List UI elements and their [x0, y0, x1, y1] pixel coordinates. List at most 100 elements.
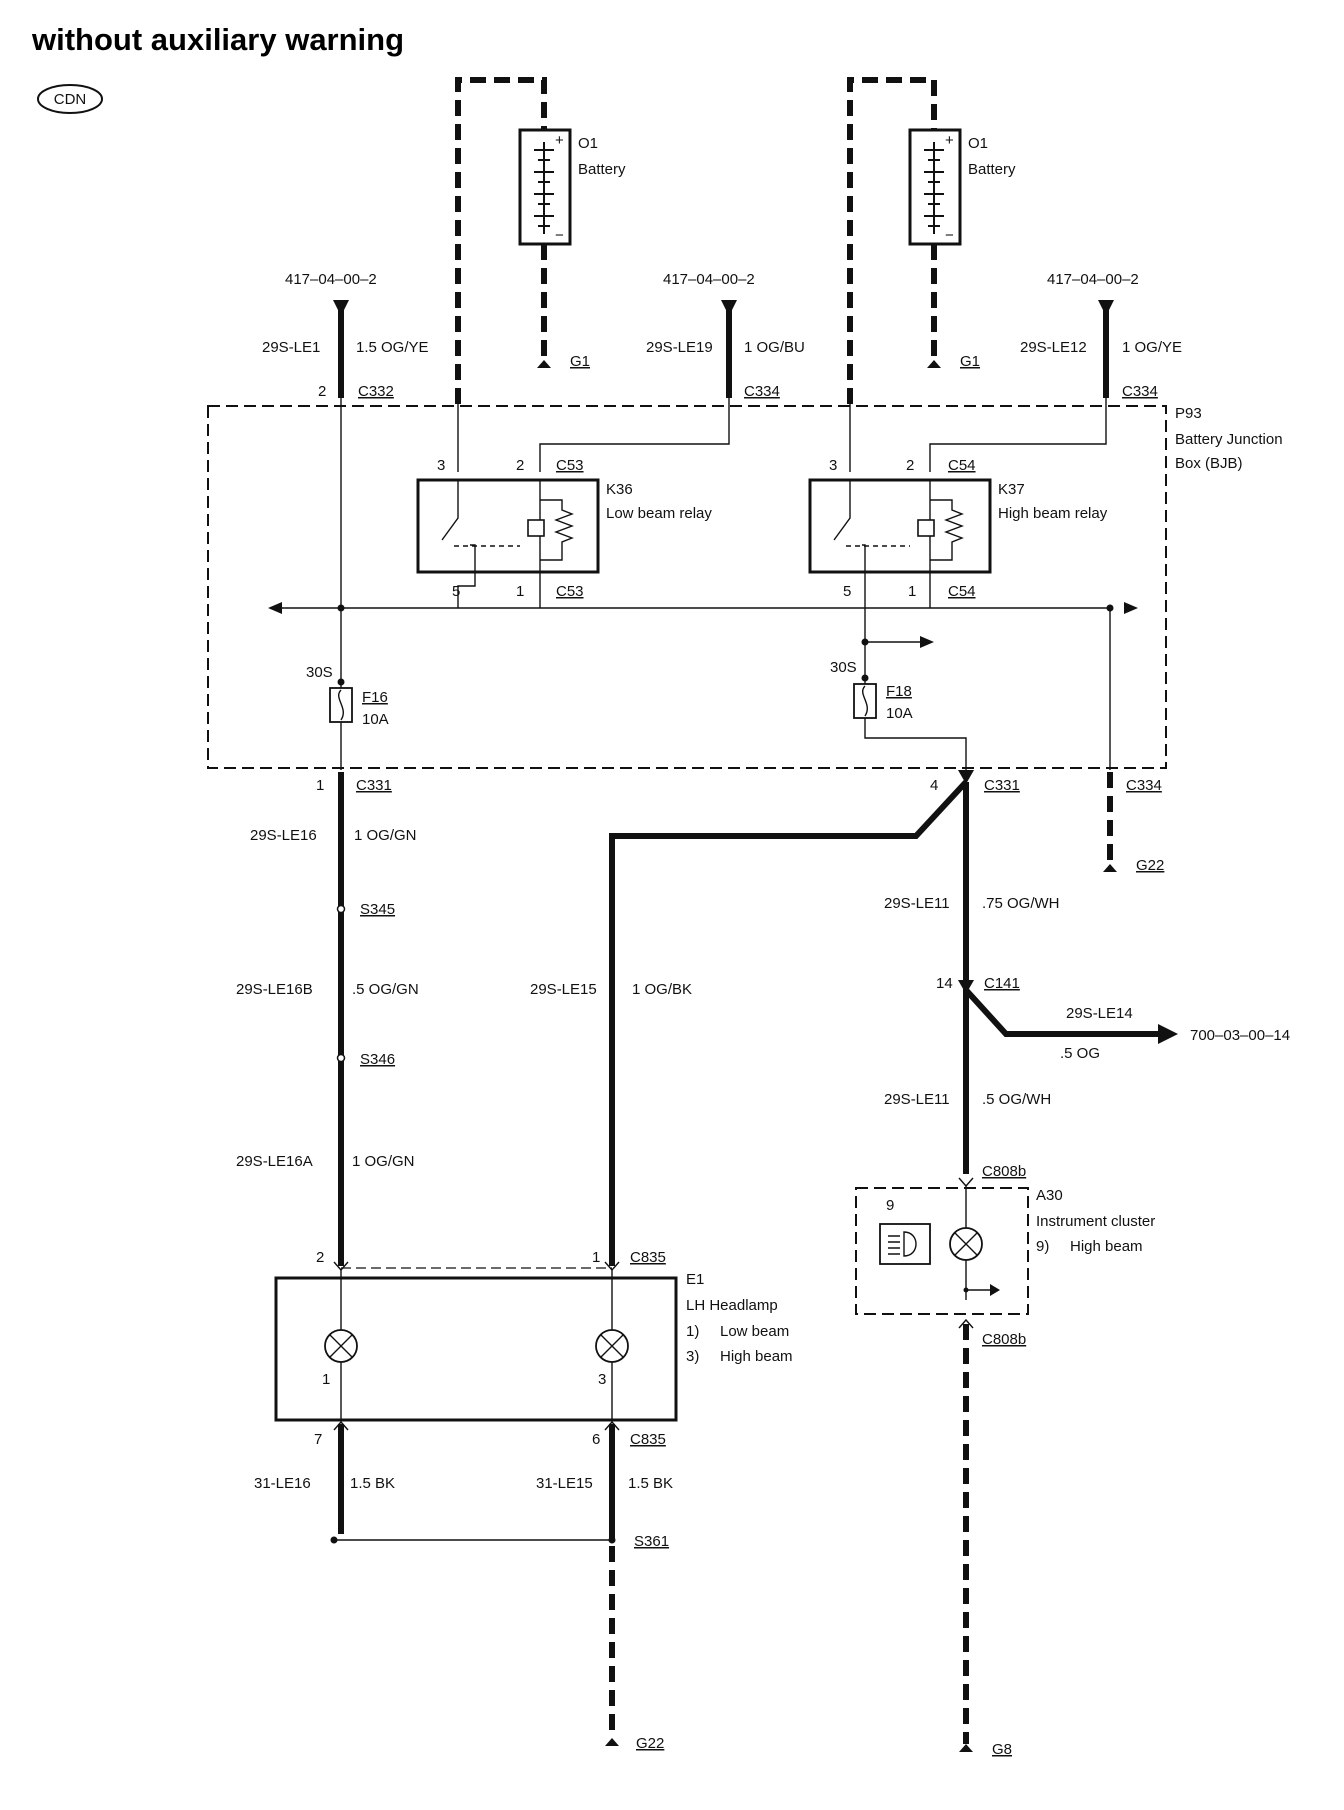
svg-text:+: + — [555, 132, 564, 149]
fuse-f18-node: 30S — [830, 659, 857, 676]
relay-k36-pin-a: 3 — [437, 457, 445, 474]
relay-k37-connector-top: C54 — [948, 457, 976, 474]
input-3-circuit: 29S-LE12 — [1020, 339, 1087, 356]
left-wire-2-circuit: 29S-LE16B — [236, 981, 313, 998]
headlamp-connector-bot: C835 — [630, 1431, 666, 1448]
branch-circuit: 29S-LE14 — [1066, 1005, 1133, 1022]
relay-k36-ref: K36 — [606, 481, 633, 498]
input-3-connector: C334 — [1122, 383, 1158, 400]
cdn-badge-label: CDN — [54, 91, 87, 108]
relay-k36-pin-b: 2 — [516, 457, 524, 474]
page-title: without auxiliary warning — [31, 22, 404, 57]
headlamp-ref: E1 — [686, 1271, 704, 1288]
headlamp-item1-num: 1) — [686, 1323, 699, 1340]
headlamp-pin-top-left: 2 — [316, 1249, 324, 1266]
battery-2-ground: G1 — [960, 353, 980, 370]
right-wire-1-circuit: 29S-LE11 — [884, 895, 950, 912]
relay-k36-pin-c: 5 — [452, 583, 460, 600]
headlamp-item2-num: 3) — [686, 1348, 699, 1365]
relay-k37-pin-c: 5 — [843, 583, 851, 600]
input-1-connector: C332 — [358, 383, 394, 400]
relay-k36-pin-d: 1 — [516, 583, 524, 600]
battery-junction-box — [207, 405, 1167, 769]
input-3: 417–04–00–2 29S-LE12 1 OG/YE C334 — [1020, 271, 1182, 400]
relay-k37-pin-d: 1 — [908, 583, 916, 600]
svg-text:+: + — [945, 132, 954, 149]
ground-right: G8 — [992, 1741, 1012, 1758]
battery-2-ref: O1 — [968, 135, 988, 152]
left-wire-3-wire: 1 OG/GN — [352, 1153, 415, 1170]
fuse-f18-rating: 10A — [886, 705, 913, 722]
fuse-f16-ref: F16 — [362, 689, 388, 706]
c141-pin: 14 — [936, 975, 953, 992]
cluster-name: Instrument cluster — [1036, 1213, 1155, 1230]
relay-k36-connector-top: C53 — [556, 457, 584, 474]
ground-g22-top: G22 — [1103, 772, 1164, 874]
cluster-item: High beam — [1070, 1238, 1143, 1255]
bjb-output-3-ground: G22 — [1136, 857, 1164, 874]
bjb-output-3-connector: C334 — [1126, 777, 1162, 794]
bjb-ref: P93 — [1175, 405, 1202, 422]
cluster-ref: A30 — [1036, 1187, 1063, 1204]
ground-splice: S361 — [634, 1533, 669, 1550]
headlamp-item1: Low beam — [720, 1323, 789, 1340]
relay-k37: 3 2 C54 K37 High beam relay 5 1 C54 — [808, 457, 1108, 600]
bjb-output-2-pin: 4 — [930, 777, 938, 794]
input-1-wire: 1.5 OG/YE — [356, 339, 429, 356]
cluster-connector-top: C808b — [982, 1163, 1026, 1180]
middle-wire-wire: 1 OG/BK — [632, 981, 692, 998]
headlamp-bulb-left: 1 — [322, 1371, 330, 1388]
headlamp-pin-bot-left: 7 — [314, 1431, 322, 1448]
battery-2: + − O1 Battery G1 — [847, 77, 1016, 404]
input-2-connector: C334 — [744, 383, 780, 400]
ground-left: G22 — [636, 1735, 664, 1752]
battery-1: + − O1 Battery G1 — [455, 77, 626, 404]
input-2: 417–04–00–2 29S-LE19 1 OG/BU C334 — [646, 271, 805, 400]
relay-k37-ref: K37 — [998, 481, 1025, 498]
input-2-ref: 417–04–00–2 — [663, 271, 755, 288]
branch-wire: .5 OG — [1060, 1045, 1100, 1062]
cluster-icon-num: 9 — [886, 1197, 894, 1214]
ground-wire-2-wire: 1.5 BK — [628, 1475, 673, 1492]
bjb-output-1-pin: 1 — [316, 777, 324, 794]
battery-2-name: Battery — [968, 161, 1016, 178]
input-3-ref: 417–04–00–2 — [1047, 271, 1139, 288]
ground-wire-2-circuit: 31-LE15 — [536, 1475, 593, 1492]
input-1: 417–04–00–2 29S-LE1 1.5 OG/YE 2 C332 — [262, 271, 429, 400]
fuse-f16: 30S F16 10A — [306, 664, 389, 770]
headlamp-pin-top-right: 1 — [592, 1249, 600, 1266]
lh-headlamp: 2 1 C835 1 3 E1 LH Headlamp 1) Low beam … — [274, 1249, 793, 1448]
c141-connector: C141 — [984, 975, 1020, 992]
input-2-wire: 1 OG/BU — [744, 339, 805, 356]
battery-1-ground: G1 — [570, 353, 590, 370]
input-1-ref: 417–04–00–2 — [285, 271, 377, 288]
battery-1-feed-wire — [455, 77, 547, 404]
input-2-circuit: 29S-LE19 — [646, 339, 713, 356]
bjb-output-1-connector: C331 — [356, 777, 392, 794]
right-wire-1-wire: .75 OG/WH — [982, 895, 1060, 912]
input-1-pin: 2 — [318, 383, 326, 400]
right-wire-2-wire: .5 OG/WH — [982, 1091, 1051, 1108]
high-beam-feed-wire: 29S-LE15 1 OG/BK 29S-LE11 .75 OG/WH 14 C… — [530, 770, 1290, 1266]
input-3-wire: 1 OG/YE — [1122, 339, 1182, 356]
relay-k37-pin-a: 3 — [829, 457, 837, 474]
splice-s345: S345 — [360, 901, 395, 918]
instrument-cluster: C808b 9 A30 Instrument cluster 9) High b… — [855, 1163, 1155, 1758]
high-beam-indicator-icon — [879, 1223, 931, 1265]
fuse-f16-rating: 10A — [362, 711, 389, 728]
svg-text:−: − — [945, 227, 954, 244]
fuse-f18: 30S F18 10A — [830, 659, 913, 722]
ground-wire-1-wire: 1.5 BK — [350, 1475, 395, 1492]
fuse-f16-node: 30S — [306, 664, 333, 681]
input-1-circuit: 29S-LE1 — [262, 339, 320, 356]
relay-k37-pin-b: 2 — [906, 457, 914, 474]
cluster-item-num: 9) — [1036, 1238, 1049, 1255]
relay-k37-connector-bot: C54 — [948, 583, 976, 600]
battery-2-feed-wire — [847, 77, 937, 404]
relay-k36: 3 2 C53 K36 Low beam relay 5 1 C53 — [416, 457, 712, 600]
battery-1-name: Battery — [578, 161, 626, 178]
left-wire-2-wire: .5 OG/GN — [352, 981, 419, 998]
battery-1-ref: O1 — [578, 135, 598, 152]
cluster-connector-bot: C808b — [982, 1331, 1026, 1348]
